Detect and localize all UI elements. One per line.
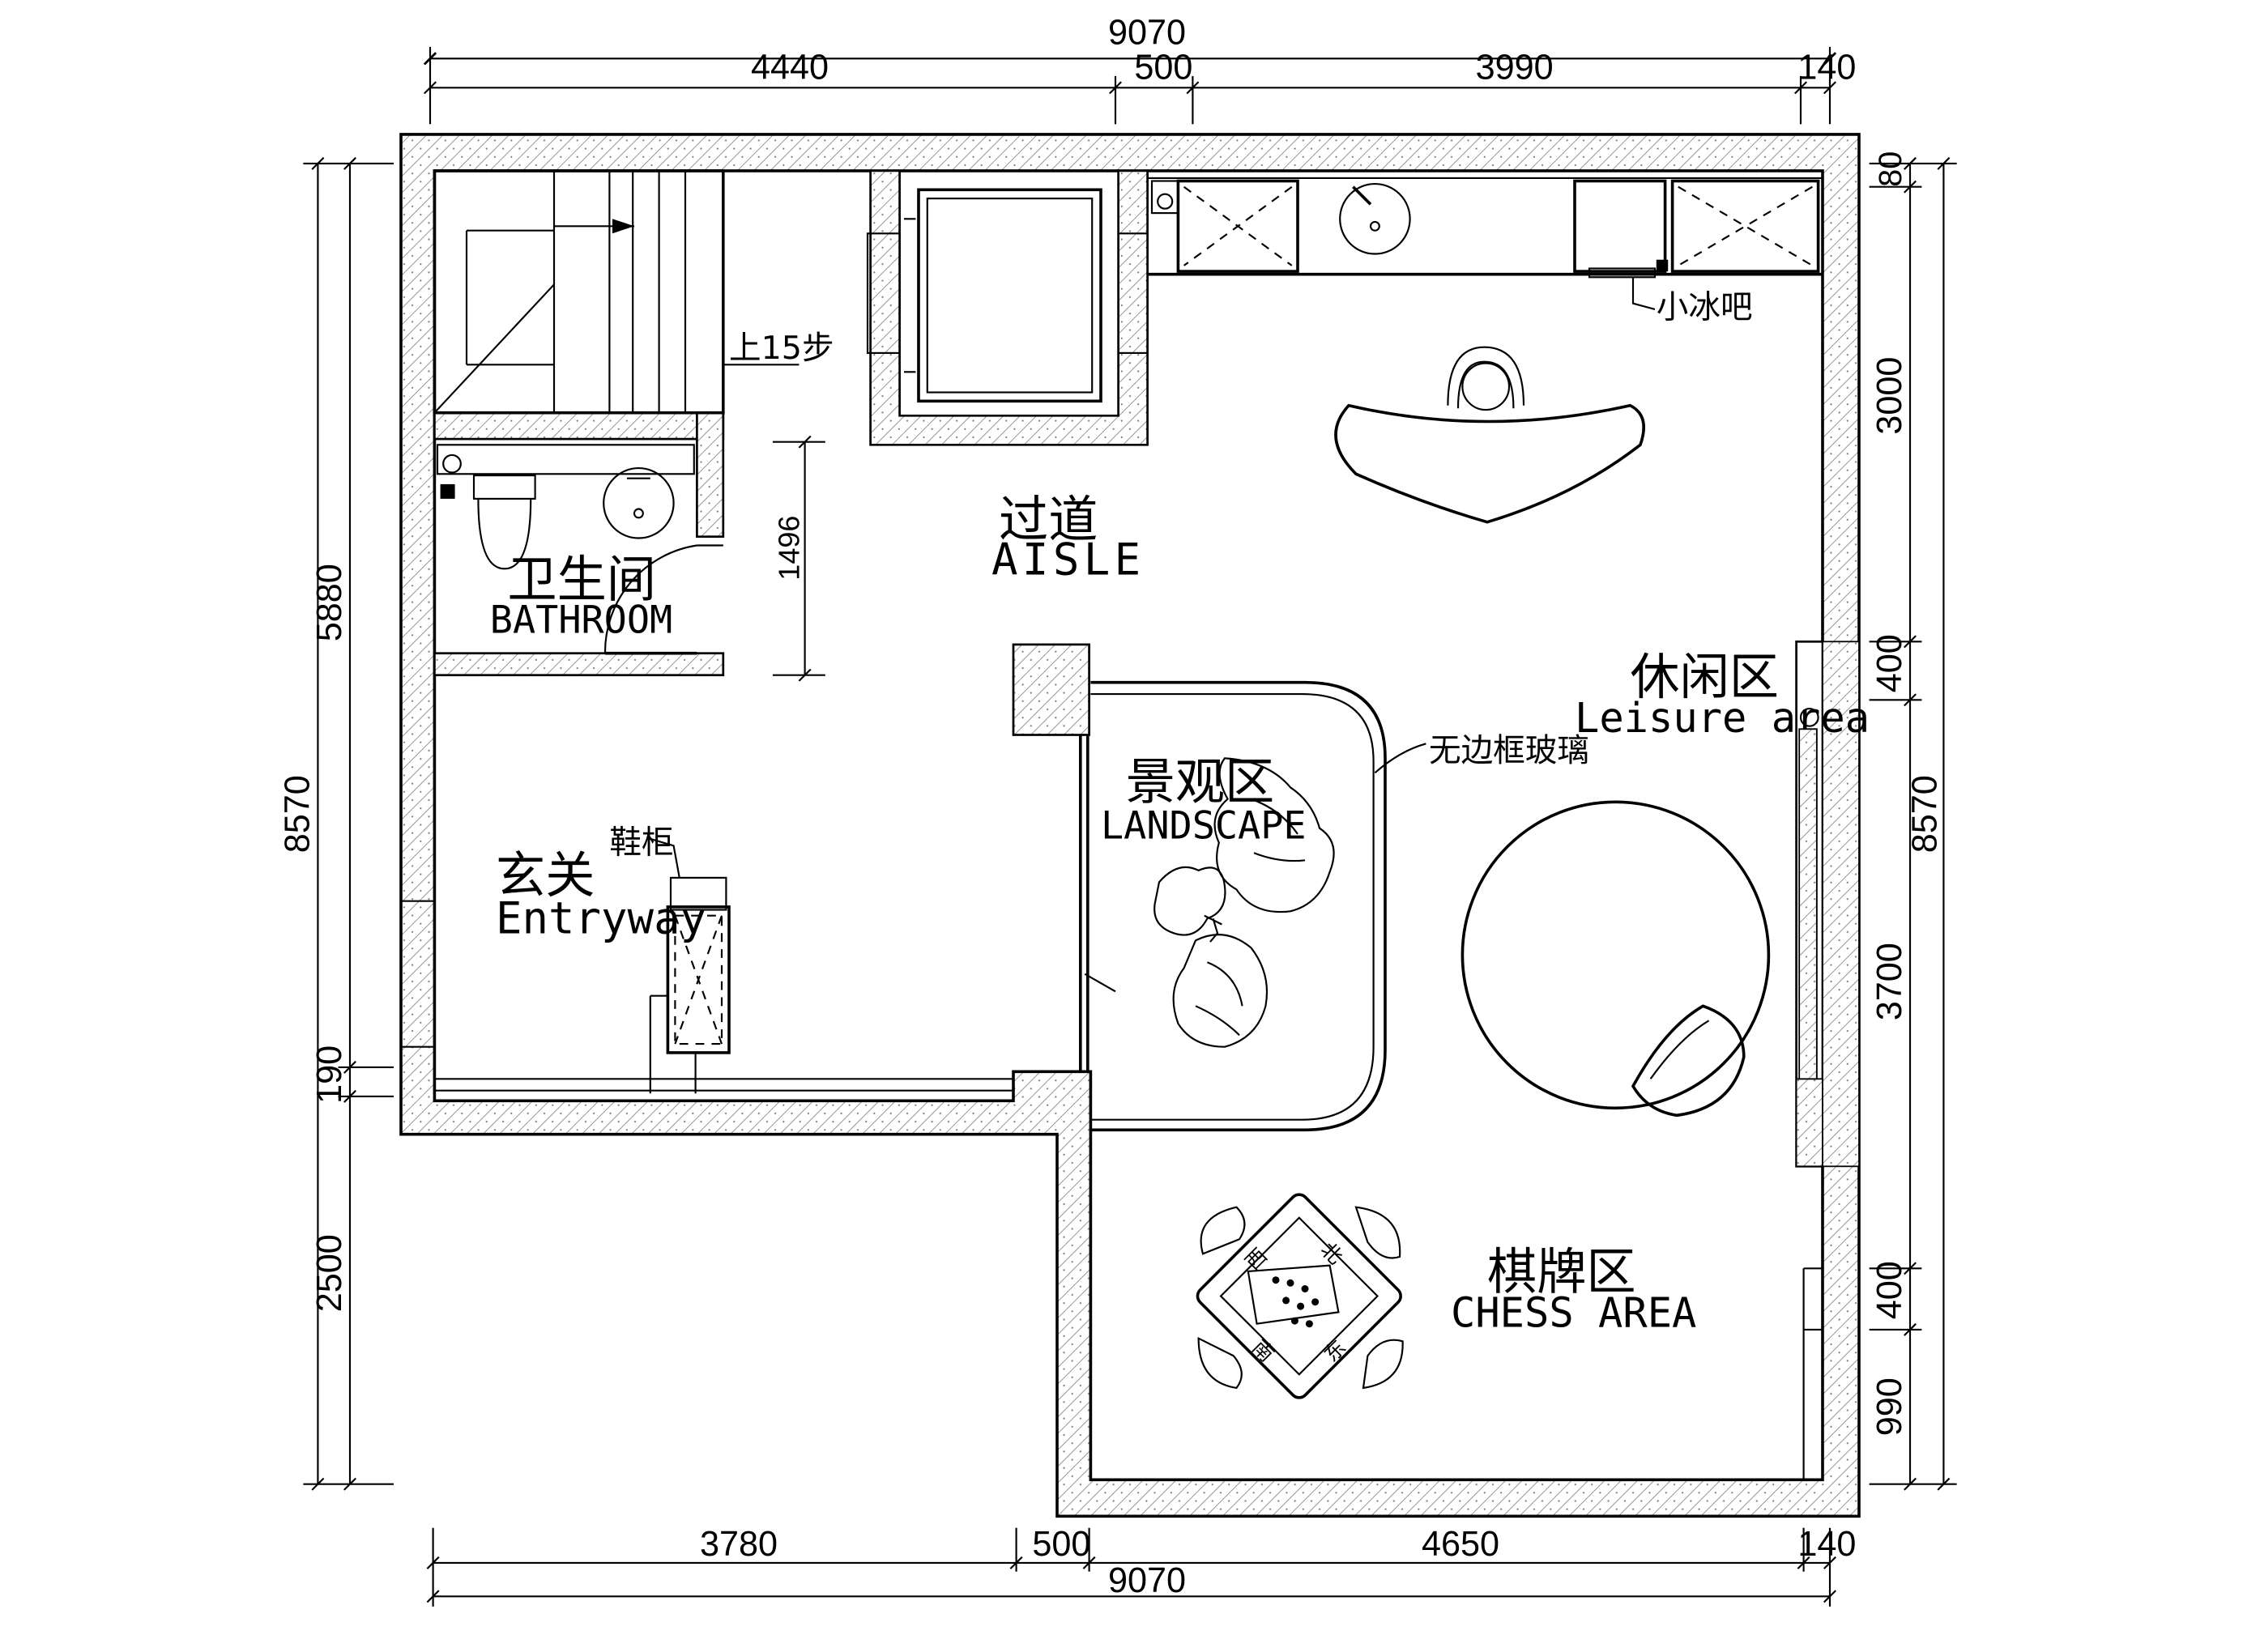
- bar-sink: [1339, 183, 1411, 255]
- rock-garden: [1153, 757, 1335, 1048]
- frameless-glass-note: 无边框玻璃: [1429, 732, 1589, 769]
- dim-right-seg-2: 3000: [1870, 357, 1909, 435]
- seat-north: 北: [1316, 1237, 1347, 1268]
- counter: 小冰吧: [1147, 177, 1823, 326]
- stairs-note: 上15步: [729, 330, 834, 367]
- dim-top-seg-2: 500: [1134, 49, 1192, 87]
- dim-bottom-total: 9070: [1108, 1561, 1186, 1600]
- dimension-left: 8570 5880 190 2500: [279, 156, 394, 1491]
- seat-east: 东: [1320, 1335, 1350, 1366]
- dimension-inner: 1496: [772, 435, 825, 682]
- landscape-label-en: LANDSCAPE: [1101, 804, 1307, 848]
- landscape-wall-stub: [1012, 643, 1090, 736]
- minibar-note: 小冰吧: [1657, 289, 1753, 326]
- landscape-label-zh: 景观区: [1126, 754, 1275, 811]
- elevator-shaft-wall: [869, 169, 1149, 446]
- dim-bottom-seg-1: 3780: [700, 1525, 778, 1564]
- outer-wall: [399, 133, 1861, 1518]
- leisure-label-en: Leisure area: [1575, 694, 1870, 742]
- bathroom-wall-top: [433, 411, 725, 441]
- wash-basin: [603, 467, 675, 539]
- dim-bottom-seg-2: 500: [1032, 1525, 1090, 1564]
- chess-area: 西 北 南 东 棋牌区 CHESS AREA: [1196, 1193, 1823, 1480]
- dim-bottom-seg-3: 4650: [1422, 1525, 1499, 1564]
- bathroom-wall-right: [696, 411, 725, 539]
- dim-left-seg-2: 190: [310, 1045, 349, 1104]
- bar-table: [1334, 403, 1645, 524]
- dim-left-seg-3: 2500: [310, 1234, 349, 1312]
- lounge-chair: [1631, 1004, 1746, 1118]
- bar-stool: [1447, 346, 1525, 411]
- seat-south: 南: [1247, 1335, 1278, 1366]
- dim-right-seg-6: 990: [1870, 1377, 1909, 1436]
- dim-left-total: 8570: [279, 775, 318, 853]
- dim-top-total: 9070: [1108, 13, 1186, 52]
- dim-right-seg-1: 80: [1873, 151, 1908, 187]
- dimension-top: 9070 4440 500 3990 140: [424, 13, 1856, 125]
- chess-label-en: CHESS AREA: [1451, 1288, 1696, 1336]
- dim-right-total: 8570: [1905, 775, 1944, 853]
- bathroom-wall-bottom: [433, 652, 725, 677]
- aisle-label-zh: 过道: [999, 492, 1098, 549]
- toilet: [472, 475, 536, 570]
- bathroom-label-zh: 卫生间: [507, 551, 656, 609]
- dim-right-seg-3: 400: [1870, 634, 1909, 692]
- dim-left-seg-1: 5880: [310, 564, 349, 641]
- elevator: [866, 188, 1149, 403]
- mahjong-chairs: [1197, 1206, 1404, 1390]
- dim-bottom-seg-4: 140: [1797, 1525, 1856, 1564]
- entryway: 玄关 Entryway 鞋柜: [496, 824, 731, 1094]
- round-rug: [1460, 800, 1771, 1110]
- dimension-bottom: 3780 500 4650 140 9070: [426, 1525, 1856, 1607]
- mahjong-table: 西 北 南 东: [1196, 1193, 1404, 1399]
- entryway-label-en: Entryway: [496, 892, 706, 943]
- shoe-cabinet: 鞋柜: [609, 824, 731, 1094]
- entryway-label-zh: 玄关: [496, 847, 595, 905]
- chess-label-zh: 棋牌区: [1487, 1244, 1636, 1301]
- shoe-cabinet-note: 鞋柜: [609, 824, 673, 861]
- dim-top-seg-3: 3990: [1476, 49, 1554, 87]
- staircase: 上15步: [433, 169, 834, 415]
- landscape: 无边框玻璃 景观区 LANDSCAPE: [1079, 680, 1589, 1132]
- leisure-area: 休闲区 Leisure area: [1334, 346, 1870, 1118]
- bathroom-door: [603, 544, 723, 655]
- aisle-label-en: AISLE: [991, 534, 1145, 585]
- dim-top-seg-1: 4440: [751, 49, 829, 87]
- leisure-label-zh: 休闲区: [1630, 649, 1779, 706]
- dim-inner-vertical: 1496: [772, 516, 805, 581]
- dim-right-seg-5: 400: [1870, 1261, 1909, 1319]
- dim-top-seg-4: 140: [1797, 49, 1856, 87]
- bathroom-label-en: BATHROOM: [490, 599, 672, 643]
- bathroom: 卫生间 BATHROOM: [436, 444, 723, 655]
- dimension-right: 80 3000 400 3700 400 990 8570: [1869, 151, 1957, 1491]
- mahjong-tiles: [1272, 1276, 1320, 1328]
- dim-right-seg-4: 3700: [1870, 943, 1909, 1020]
